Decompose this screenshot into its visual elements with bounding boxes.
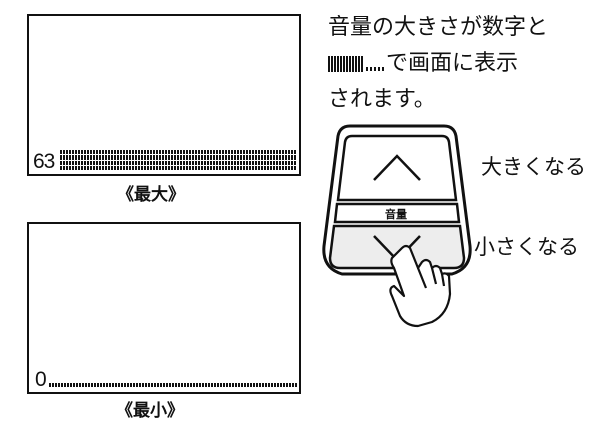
volume-bar-row bbox=[60, 160, 297, 165]
chevron-up-icon bbox=[373, 154, 421, 181]
caption-max: 《最大》 bbox=[117, 185, 185, 205]
volume-down-button[interactable] bbox=[328, 224, 466, 270]
volume-level-number: 63 bbox=[33, 150, 55, 173]
description-text: 音量の大きさが数字と で画面に表示 されます。 bbox=[328, 10, 600, 118]
pointing-hand-icon bbox=[389, 244, 452, 328]
lcd-screen-max: 63 bbox=[27, 14, 301, 176]
volume-bar-full bbox=[60, 150, 297, 170]
volume-up-button[interactable] bbox=[336, 134, 458, 202]
label-volume-down: 小さくなる bbox=[474, 235, 579, 259]
volume-bar-row bbox=[60, 155, 297, 160]
caption-min: 《最小》 bbox=[116, 401, 184, 421]
volume-button-label: 音量 bbox=[385, 208, 407, 221]
volume-bar-icon bbox=[328, 56, 386, 72]
volume-bar-empty bbox=[49, 383, 297, 387]
description-line-2-text: で画面に表示 bbox=[386, 51, 519, 76]
lcd-screen-min: 0 bbox=[27, 222, 301, 394]
description-line-2: で画面に表示 bbox=[328, 46, 600, 82]
volume-button-panel bbox=[322, 124, 472, 328]
volume-bar-row bbox=[60, 165, 297, 170]
label-volume-up: 大きくなる bbox=[481, 155, 586, 179]
volume-level-number: 0 bbox=[35, 368, 47, 391]
description-line-3: されます。 bbox=[328, 87, 436, 112]
volume-bar-row bbox=[60, 150, 297, 155]
description-line-1: 音量の大きさが数字と bbox=[328, 15, 549, 40]
